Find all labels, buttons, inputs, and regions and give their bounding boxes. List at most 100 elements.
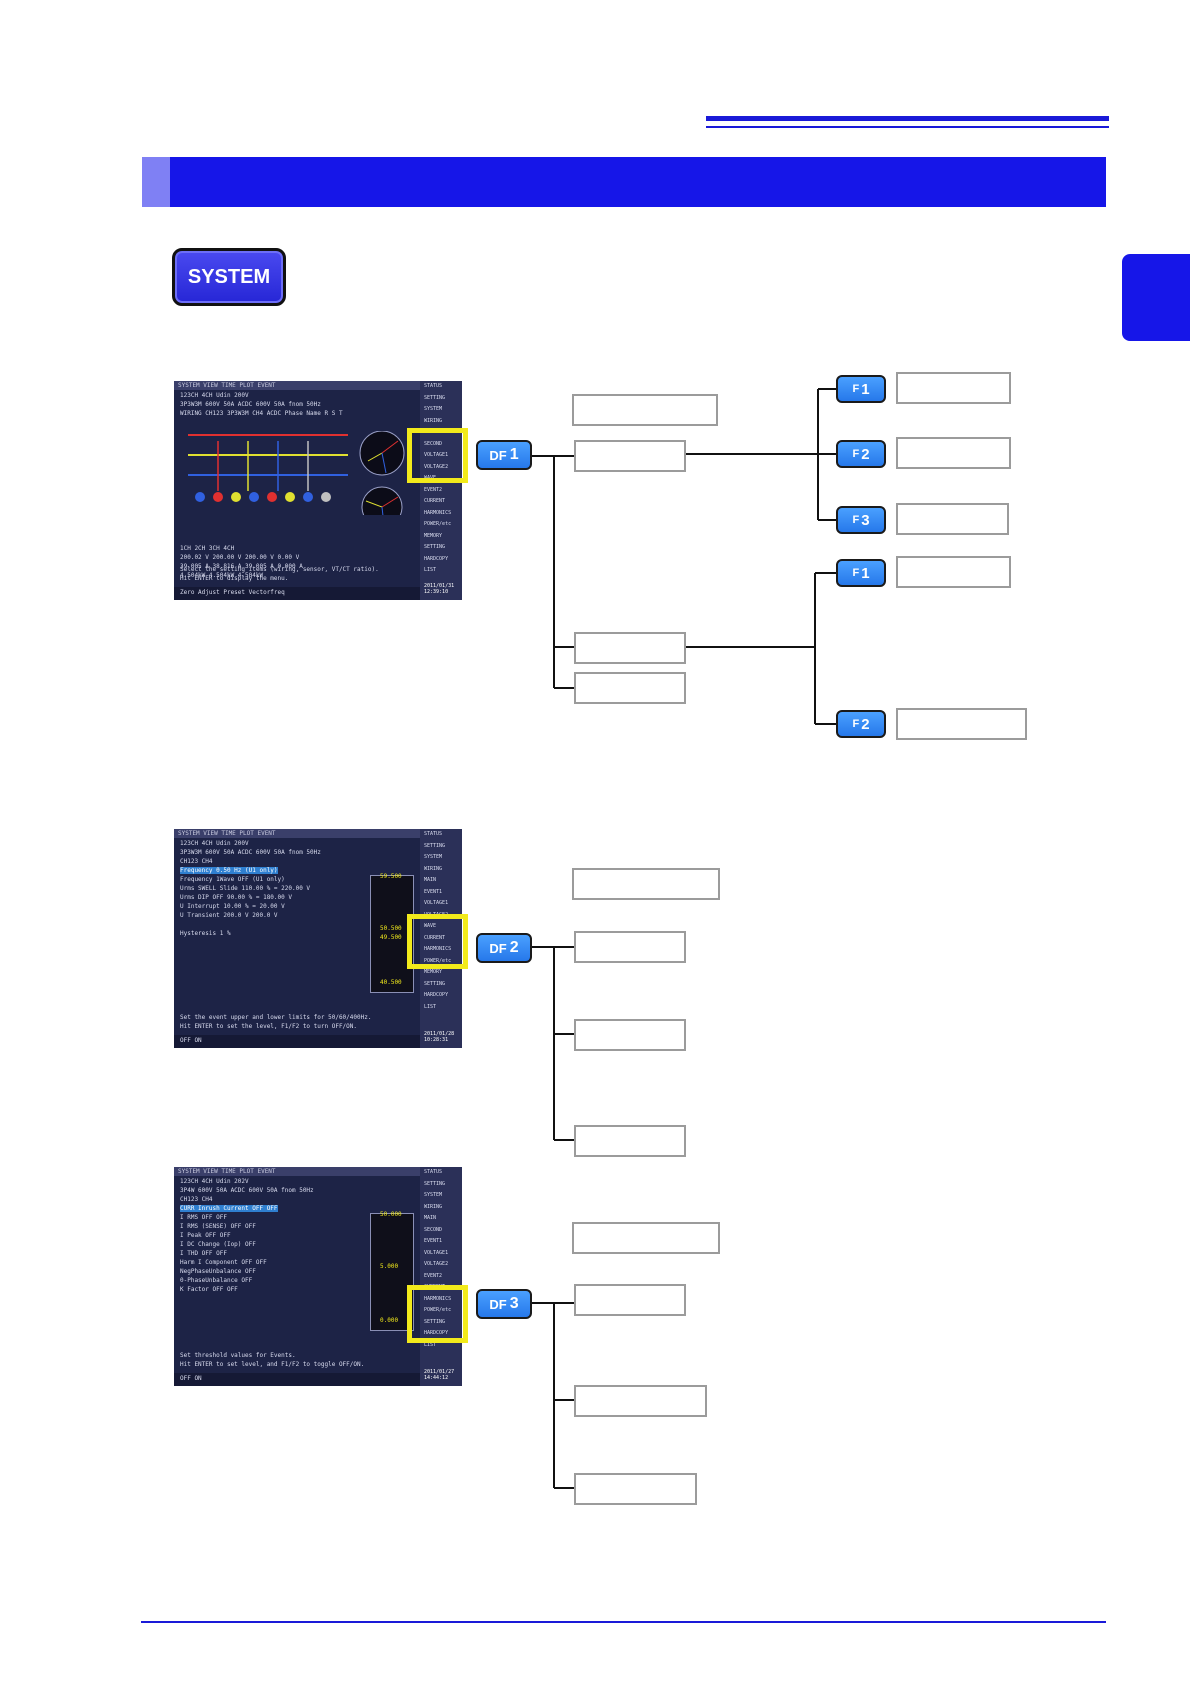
label-box xyxy=(574,1019,686,1051)
screen-side-item: SECOND xyxy=(424,1226,443,1233)
chapter-side-tab xyxy=(1122,254,1190,341)
screen-side-item: LIST xyxy=(424,1341,437,1348)
screen-row: 123CH 4CH Udin 200V xyxy=(180,392,249,399)
screen-help-line-2: Hit ENTER to set the level, F1/F2 to tur… xyxy=(180,1023,358,1030)
screen-side-item: CURRENT xyxy=(424,498,446,504)
header-rule-thin xyxy=(706,126,1109,128)
screen-side-item: HARDCOPY xyxy=(424,992,449,998)
screen-row: U Interrupt 10.00 % = 20.00 V xyxy=(180,903,285,910)
screen-row: 123CH 4CH Udin 200V xyxy=(180,840,249,847)
screen-side-item: STATUS xyxy=(424,831,443,837)
f-key-prefix: F xyxy=(852,448,860,460)
screen-side-item: WIRING xyxy=(424,1203,443,1210)
f-key-prefix: F xyxy=(852,718,860,730)
label-box xyxy=(896,503,1009,535)
system-key[interactable]: SYSTEM xyxy=(172,248,286,306)
screen-row: CH123 CH4 xyxy=(180,858,213,865)
screen-side-item: HARMONICS xyxy=(424,509,452,516)
screen-side-item: WIRING xyxy=(424,865,443,872)
screen-footer xyxy=(174,1373,420,1386)
screen-row: Hysteresis 1 % xyxy=(180,930,231,937)
screen-side-item: MEMORY xyxy=(424,969,443,975)
label-box xyxy=(572,394,718,426)
highlight-event1-menu xyxy=(407,914,468,969)
scale-value: 40.500 xyxy=(380,979,402,986)
screen-row: 39.005 A 38.816 A 39.005 A 0.000 A xyxy=(180,563,303,570)
screen-help-line-1: Set threshold values for Events. xyxy=(180,1352,296,1359)
screen-side-menu xyxy=(420,381,462,600)
screen-side-item: LIST xyxy=(424,567,437,573)
screen-tab-bar xyxy=(174,381,420,390)
screen-row: 3P4W 600V 50A ACDC 600V 50A fnom 50Hz xyxy=(180,1187,314,1194)
screen-date: 2011/01/28 10:28:31 xyxy=(424,1031,455,1043)
label-box xyxy=(572,868,720,900)
screen-help-line-1: Set the event upper and lower limits for… xyxy=(180,1014,372,1021)
section-title-banner xyxy=(142,157,1106,207)
screen-side-item: SETTING xyxy=(424,544,446,550)
screen-side-item: WAVE xyxy=(424,923,437,929)
screen-side-item: MAIN xyxy=(424,1215,437,1221)
screen-side-item: SECOND xyxy=(424,440,443,447)
screen-side-item: SETTING xyxy=(424,1180,446,1187)
screen-side-item: EVENT1 xyxy=(424,888,443,895)
screen-side-item: HARDCOPY xyxy=(424,555,449,562)
screen-tabs: SYSTEM VIEW TIME PLOT EVENT xyxy=(178,382,276,389)
screen-row: I Peak OFF OFF xyxy=(180,1232,231,1239)
label-box xyxy=(574,440,686,472)
screen-side-item: HARMONICS xyxy=(424,946,452,952)
label-box xyxy=(896,437,1011,469)
screen-row: Harm I Component OFF OFF xyxy=(180,1259,267,1266)
screen-side-item: POWER/etc xyxy=(424,1307,452,1313)
screen-side-item: CURRENT xyxy=(424,934,446,941)
screen-side-item: VOLTAGE2 xyxy=(424,1261,449,1267)
screen-side-item: SETTING xyxy=(424,394,446,401)
screen-footer-labels: OFF ON xyxy=(180,1037,202,1044)
screen-row: Urms DIP OFF 90.00 % = 180.00 V xyxy=(180,894,292,901)
screen-side-item: HARDCOPY xyxy=(424,1330,449,1336)
label-box xyxy=(574,931,686,963)
screen-side-item: VOLTAGE1 xyxy=(424,1249,449,1256)
screen-footer-labels: OFF ON xyxy=(180,1375,202,1382)
f-key-num: 3 xyxy=(861,511,870,529)
screen-tab-bar xyxy=(174,829,420,838)
scale-value: 50.000 xyxy=(380,1211,402,1218)
label-box xyxy=(574,1284,686,1316)
screen-side-item: VOLTAGE1 xyxy=(424,452,449,458)
screen-side-item: WIRING xyxy=(424,417,443,424)
highlight-event2-menu xyxy=(407,1285,468,1343)
screen-help-line-2: Hit ENTER to set level, and F1/F2 to tog… xyxy=(180,1361,365,1368)
screen-date: 2011/01/27 14:44:12 xyxy=(424,1369,455,1381)
f-key-num: 2 xyxy=(861,715,870,733)
scale-value: 5.000 xyxy=(380,1263,399,1270)
screen-footer xyxy=(174,1035,420,1048)
screen-row: CH123 CH4 xyxy=(180,1196,213,1203)
screen-row: NegPhaseUnbalance OFF xyxy=(180,1268,256,1275)
label-box xyxy=(572,1222,720,1254)
screen-side-item: VOLTAGE2 xyxy=(424,463,449,470)
screen-help-line-2: Hit ENTER to display the menu. xyxy=(180,575,289,582)
screen-side-item: POWER/etc xyxy=(424,957,452,964)
screen-tabs: SYSTEM VIEW TIME PLOT EVENT xyxy=(178,830,276,837)
section-title-tab xyxy=(142,157,170,207)
label-box xyxy=(574,632,686,664)
f-key-prefix: F xyxy=(852,383,860,395)
screen-row: CURR Inrush Current OFF OFF xyxy=(180,1205,278,1212)
screen-side-item: SYSTEM xyxy=(424,1192,443,1198)
label-box xyxy=(574,672,686,704)
screen-event-current: SYSTEM VIEW TIME PLOT EVENT 123CH 4CH Ud… xyxy=(174,1167,462,1386)
f-key-prefix: F xyxy=(852,567,860,579)
label-box xyxy=(896,708,1027,740)
scale-value: 0.000 xyxy=(380,1317,399,1324)
level-bar-graph xyxy=(370,875,414,993)
label-box xyxy=(896,372,1011,404)
